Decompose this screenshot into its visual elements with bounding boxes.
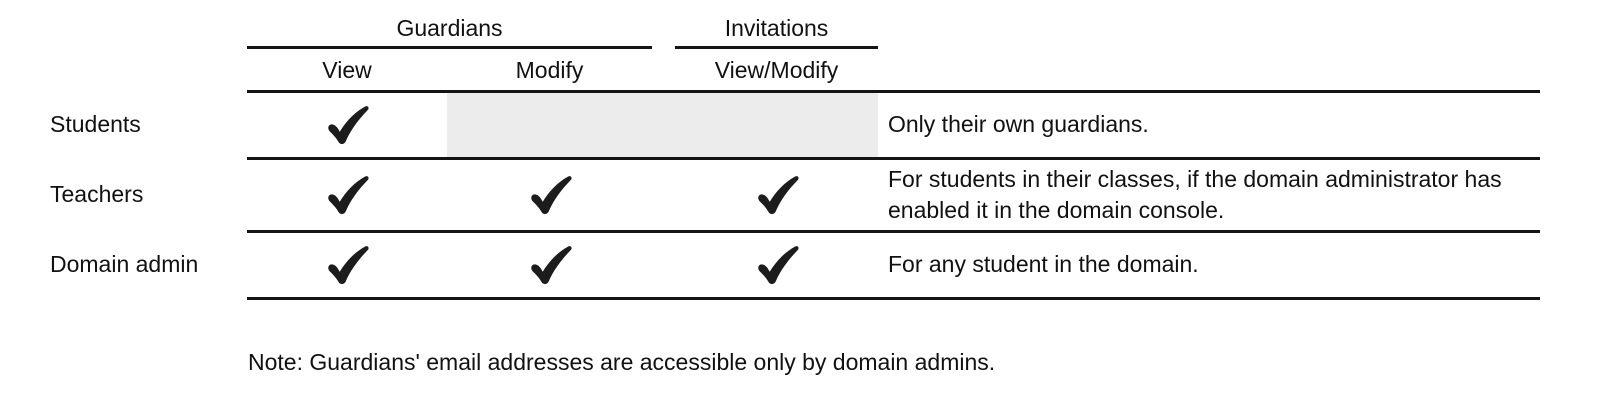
column-group-invitations: Invitations — [724, 14, 829, 41]
check-icon — [328, 245, 369, 284]
check-icon — [530, 175, 572, 214]
column-header-modify: Modify — [515, 56, 584, 83]
column-header-view: View — [322, 56, 372, 83]
check-icon — [757, 245, 799, 284]
guardians-underline — [247, 46, 652, 49]
row-divider-1 — [247, 157, 1540, 160]
cell-teachers-view — [247, 159, 447, 230]
row-divider-2 — [247, 230, 1540, 233]
cell-domain-admin-view-modify — [675, 232, 878, 297]
row-note-teachers: For students in their classes, if the do… — [888, 165, 1502, 223]
row-note-domain-admin: For any student in the domain. — [888, 251, 1199, 277]
cell-domain-admin-modify — [447, 232, 652, 297]
cell-domain-admin-view — [247, 232, 447, 297]
cell-students-modify — [447, 92, 652, 157]
row-label-teachers: Teachers — [50, 181, 144, 207]
row-label-domain-admin: Domain admin — [50, 251, 199, 277]
column-header-view-modify: View/Modify — [714, 56, 839, 83]
cell-teachers-modify — [447, 159, 652, 230]
row-label-students: Students — [50, 111, 141, 137]
check-icon — [530, 245, 572, 284]
footnote: Note: Guardians' email addresses are acc… — [248, 349, 996, 375]
table-row: Domain admin For any student in the doma… — [0, 232, 1600, 297]
bottom-rule — [247, 297, 1540, 300]
cell-students-view — [247, 92, 447, 157]
header-rule — [247, 90, 1540, 93]
table-row: Students Only their own guardians. — [0, 92, 1600, 157]
cell-students-view-modify — [675, 92, 878, 157]
check-icon — [328, 105, 369, 144]
cell-teachers-view-modify — [675, 159, 878, 230]
invitations-underline — [675, 46, 878, 49]
check-icon — [757, 175, 799, 214]
disabled-cells-students — [447, 92, 878, 157]
table-row: Teachers For students in their classes, … — [0, 159, 1600, 230]
check-icon — [328, 175, 369, 214]
row-note-students: Only their own guardians. — [888, 111, 1149, 137]
column-group-guardians: Guardians — [396, 14, 503, 41]
